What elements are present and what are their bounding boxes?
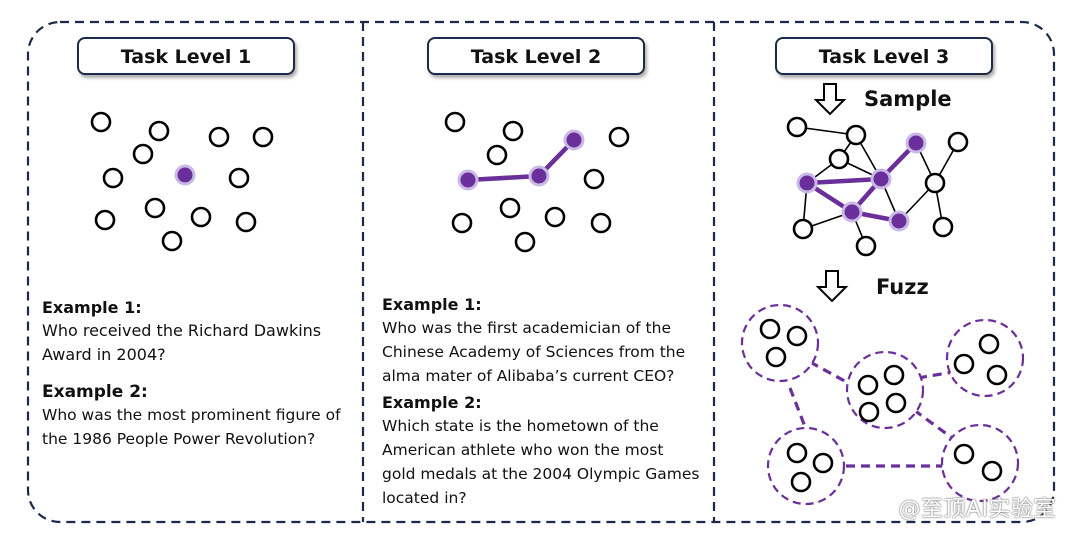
highlighted-node — [457, 169, 479, 191]
node — [94, 209, 116, 231]
node — [148, 120, 170, 142]
cluster — [940, 423, 1020, 503]
node — [161, 230, 183, 252]
title-box-level-3: Task Level 3 — [775, 37, 993, 75]
watermark: @至顶AI实验室 — [898, 497, 1056, 522]
node — [786, 442, 808, 464]
fuzz-arrow-icon — [815, 270, 849, 303]
node — [986, 364, 1008, 386]
example-1-question: Who received the Richard Dawkins Award i… — [42, 321, 322, 364]
title-level-2: Task Level 2 — [471, 46, 602, 68]
example-2-question: Which state is the hometown of the Ameri… — [382, 417, 700, 507]
node — [235, 211, 257, 233]
node — [845, 124, 867, 146]
node — [608, 126, 630, 148]
node — [252, 126, 274, 148]
sample-label: Sample — [864, 87, 952, 111]
node — [883, 364, 905, 386]
graph-level-3 — [786, 116, 969, 257]
node — [858, 401, 880, 423]
example-2-label: Example 2: — [382, 393, 482, 412]
fuzz-label: Fuzz — [876, 275, 929, 299]
example-1-label: Example 1: — [42, 298, 142, 317]
node — [953, 443, 975, 465]
node — [792, 218, 814, 240]
node — [132, 143, 154, 165]
node — [451, 212, 473, 234]
example-2-label: Example 2: — [42, 382, 148, 402]
graph-level-2 — [444, 111, 630, 253]
node — [486, 144, 508, 166]
highlighted-node — [905, 132, 927, 154]
cluster — [766, 426, 846, 506]
node — [514, 231, 536, 253]
node — [190, 206, 212, 228]
node — [544, 206, 566, 228]
node — [857, 374, 879, 396]
highlighted-path — [467, 138, 576, 183]
node — [102, 167, 124, 189]
node — [790, 471, 812, 493]
node — [812, 452, 834, 474]
title-level-3: Task Level 3 — [819, 46, 950, 68]
node — [499, 197, 521, 219]
node — [144, 197, 166, 219]
node — [228, 167, 250, 189]
node — [208, 126, 230, 148]
node — [932, 216, 954, 238]
node — [444, 111, 466, 133]
node — [828, 148, 850, 170]
cluster — [740, 303, 820, 383]
node — [502, 120, 524, 142]
graph-level-1 — [90, 111, 274, 252]
node — [765, 346, 787, 368]
panel-1-examples: Example 1: Who received the Richard Dawk… — [42, 297, 362, 451]
node — [953, 353, 975, 375]
sample-arrow-icon — [813, 83, 847, 116]
example-1-question: Who was the first academician of the Chi… — [382, 319, 686, 385]
example-2-question: Who was the most prominent figure of the… — [42, 406, 341, 448]
cluster — [845, 350, 925, 430]
node — [924, 172, 946, 194]
title-level-1: Task Level 1 — [121, 46, 252, 68]
node — [90, 111, 112, 133]
highlighted-node — [870, 168, 892, 190]
outer-dashed-frame — [26, 20, 1056, 524]
node — [885, 392, 907, 414]
node — [947, 131, 969, 153]
node — [583, 168, 605, 190]
node — [981, 460, 1003, 482]
highlighted-node — [796, 172, 818, 194]
node — [759, 318, 781, 340]
title-box-level-1: Task Level 1 — [77, 37, 295, 75]
node — [590, 212, 612, 234]
example-1-label: Example 1: — [382, 295, 482, 314]
highlighted-node — [841, 201, 863, 223]
highlighted-node — [888, 210, 910, 232]
node — [786, 325, 808, 347]
panel-2-examples: Example 1: Who was the first academician… — [382, 294, 712, 510]
node — [978, 333, 1000, 355]
title-box-level-2: Task Level 2 — [427, 37, 645, 75]
highlighted-node — [563, 129, 585, 151]
fuzzed-cluster-graph — [740, 303, 1025, 506]
node — [786, 116, 808, 138]
highlighted-node — [174, 164, 196, 186]
node — [855, 235, 877, 257]
highlighted-node — [528, 165, 550, 187]
